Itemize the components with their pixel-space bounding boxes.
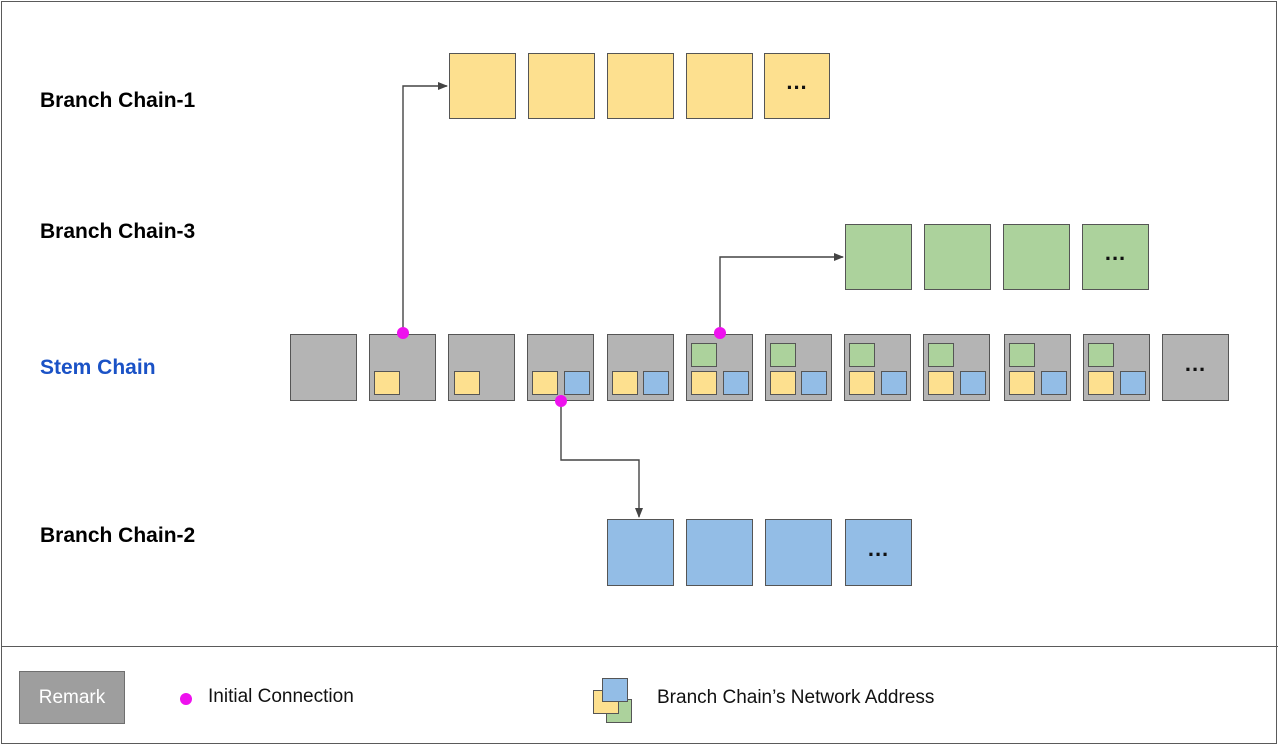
label-branch-chain-3: Branch Chain-3 [40,220,196,243]
connector-branch3 [719,253,844,333]
network-address-branch1 [1088,371,1114,395]
network-address-branch1 [454,371,480,395]
branch1-block [449,53,516,119]
branch1-more-block: ... [764,53,830,119]
network-address-branch2 [801,371,827,395]
branch3-block [1003,224,1070,290]
stem-block [844,334,911,401]
stem-block [1004,334,1071,401]
network-address-branch2 [881,371,907,395]
stem-block [290,334,357,401]
network-address-branch1 [612,371,638,395]
network-address-branch2 [643,371,669,395]
network-address-branch1 [1009,371,1035,395]
label-branch-chain-2: Branch Chain-2 [40,524,196,547]
network-address-branch2 [723,371,749,395]
network-address-branch1 [928,371,954,395]
legend-network-address-label: Branch Chain’s Network Address [657,687,935,708]
branch2-block [765,519,832,586]
stem-block [1083,334,1150,401]
stem-more-block: ... [1162,334,1229,401]
network-address-branch2 [1041,371,1067,395]
stem-block [686,334,753,401]
branch3-more-block: ... [1082,224,1149,290]
legend-connection-dot [180,693,192,705]
stem-block [527,334,594,401]
network-address-branch3 [691,343,717,367]
network-address-branch3 [1088,343,1114,367]
connector-branch2 [560,401,643,518]
connector-branch1 [402,82,448,333]
branch1-block [686,53,753,119]
stem-block [765,334,832,401]
network-address-branch1 [532,371,558,395]
network-address-branch3 [770,343,796,367]
branch3-block [845,224,912,290]
branch1-block [607,53,674,119]
network-address-branch3 [849,343,875,367]
network-address-branch1 [691,371,717,395]
network-address-branch1 [770,371,796,395]
legend-mini-blue [602,678,628,702]
network-address-branch1 [374,371,400,395]
branch3-block [924,224,991,290]
legend-remark-box: Remark [19,671,125,724]
branch2-more-block: ... [845,519,912,586]
legend-initial-connection-label: Initial Connection [208,686,354,707]
legend-divider [1,646,1278,647]
network-address-branch3 [1009,343,1035,367]
network-address-branch2 [960,371,986,395]
initial-connection-dot [397,327,409,339]
label-stem-chain: Stem Chain [40,356,156,379]
network-address-branch1 [849,371,875,395]
branch1-block [528,53,595,119]
network-address-branch3 [928,343,954,367]
stem-block [369,334,436,401]
initial-connection-dot [714,327,726,339]
initial-connection-dot [555,395,567,407]
label-branch-chain-1: Branch Chain-1 [40,89,196,112]
stem-block [607,334,674,401]
stem-block [923,334,990,401]
branch2-block [607,519,674,586]
stem-block [448,334,515,401]
network-address-branch2 [1120,371,1146,395]
branch2-block [686,519,753,586]
network-address-branch2 [564,371,590,395]
